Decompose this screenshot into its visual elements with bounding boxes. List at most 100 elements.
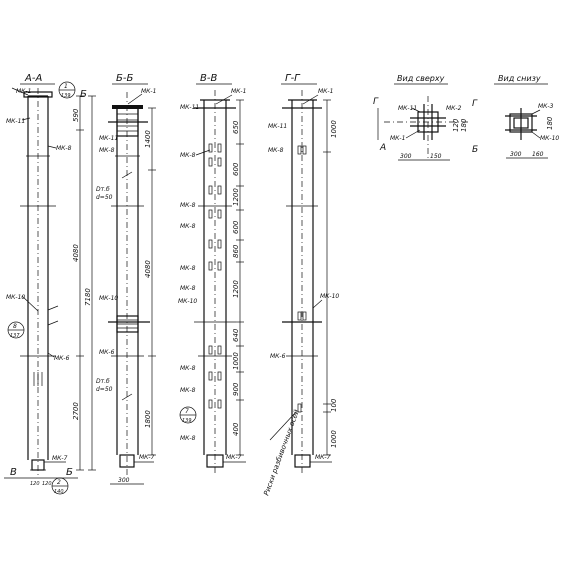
opening-g-1 (297, 145, 302, 155)
leader-a-mk8 (47, 145, 57, 149)
top-view-dim-1: 300 (400, 153, 412, 160)
dim-v-6: 1200 (232, 280, 240, 298)
column-a-head-plate (23, 91, 53, 98)
label-b-mk6: МК-6 (99, 349, 115, 356)
dim-v-9: 900 (232, 382, 240, 396)
label-b-mk8: МК-8 (99, 147, 115, 154)
opening-v-10 (217, 239, 222, 249)
axis-letter-v: В (10, 467, 17, 478)
label-b-mk10: МК-10 (99, 295, 118, 302)
callout-4-top: 8 (13, 323, 17, 330)
opening-v-9 (208, 239, 213, 249)
pipe-label-1: Dт.б (96, 186, 110, 193)
label-v-mk8-7: МК-8 (180, 387, 196, 394)
bottom-view-leader-mk10 (531, 131, 541, 139)
column-a-tick-3 (47, 305, 59, 311)
leader-g-mk10 (312, 299, 323, 309)
label-g-mk10: МК-10 (320, 293, 339, 300)
opening-v-4 (217, 157, 222, 167)
top-view-dim-2: 150 (430, 153, 442, 160)
pipe-label-2: d=50 (96, 194, 113, 201)
label-v-mk7: МК-7 (226, 454, 242, 461)
top-view-mk1: МК-1 (390, 135, 405, 142)
dim-a-b1: 120 (30, 481, 40, 487)
dim-v-3: 1200 (232, 188, 240, 206)
dim-v-7: 640 (232, 328, 240, 342)
opening-v-12 (217, 261, 222, 271)
top-view-mk11: МК-11 (398, 105, 417, 112)
section-g-g: Г-Г МК-1 МК-11 МК-8 МК-10 МК-6 МК-7 1000 (262, 73, 339, 497)
label-g-mk8: МК-8 (268, 147, 284, 154)
leader-a-mk1 (11, 87, 29, 96)
label-g-mk7: МК-7 (315, 454, 331, 461)
axis-letter-b-bottom: Б (66, 467, 73, 478)
section-a-a-title: А-А (24, 73, 42, 84)
opening-g-4 (302, 311, 307, 321)
opening-v-11 (208, 261, 213, 271)
top-view-mk2: МК-2 (446, 105, 462, 112)
dim-v-5: 860 (232, 244, 240, 258)
callout-1-top: 1 (64, 83, 68, 90)
leader-a-mk10 (21, 295, 39, 312)
opening-v-13 (208, 345, 213, 355)
opening-v-15 (208, 371, 213, 381)
opening-v-18 (217, 399, 222, 409)
leader-axis-note (269, 411, 297, 441)
dim-g-2: 100 (330, 398, 338, 412)
section-v-v-title: В-В (200, 73, 217, 84)
top-view-letter-b: Б (472, 145, 478, 155)
callout-4-bottom: 137 (10, 333, 20, 339)
bottom-view-title: Вид снизу (498, 74, 541, 83)
opening-g-5 (297, 403, 302, 413)
label-a-mk11: МК-11 (6, 118, 25, 125)
callout-3-top: 7 (185, 408, 189, 415)
dim-g-3: 1000 (330, 430, 338, 448)
top-view-title: Вид сверху (397, 74, 445, 83)
callout-2-bottom: 140 (54, 489, 64, 495)
pipe-label-3: Dт.б (96, 378, 110, 385)
label-b-mk7: МК-7 (139, 454, 155, 461)
pipe-b-2 (121, 393, 133, 401)
opening-v-17 (208, 399, 213, 409)
label-v-mk8-3: МК-8 (180, 223, 196, 230)
opening-v-8 (217, 209, 222, 219)
top-view: Вид сверху Г А Г Б МК-11 МК-2 МК-1 300 1… (373, 74, 478, 161)
bottom-view-leader-mk3 (531, 109, 541, 115)
label-v-mk8-1: МК-8 (180, 152, 196, 159)
top-view-leader-mk1 (405, 129, 421, 139)
label-v-mk11: МК-11 (180, 104, 199, 111)
label-g-mk11: МК-11 (268, 123, 287, 130)
label-g-mk1: МК-1 (318, 88, 333, 95)
callout-3-bottom: 139 (182, 418, 192, 424)
dim-v-1: 650 (232, 120, 240, 134)
dim-g-1: 1000 (330, 120, 338, 138)
label-v-mk1: МК-1 (231, 88, 246, 95)
opening-v-1 (208, 143, 213, 153)
opening-v-5 (208, 185, 213, 195)
leader-g-mk1 (302, 94, 319, 105)
bottom-view-mk3: МК-3 (538, 103, 554, 110)
callout-2-top: 2 (57, 479, 61, 486)
top-view-letter-g-right: Г (472, 99, 478, 109)
label-v-mk8-4: МК-8 (180, 265, 196, 272)
dim-v-10: 400 (232, 422, 240, 436)
pipe-label-4: d=50 (96, 386, 113, 393)
label-v-mk10: МК-10 (178, 298, 197, 305)
opening-v-14 (217, 345, 222, 355)
label-v-mk8-5: МК-8 (180, 285, 196, 292)
label-v-mk8-2: МК-8 (180, 202, 196, 209)
top-view-dim-4: 180 (460, 118, 468, 132)
dim-v-2: 600 (232, 162, 240, 176)
dim-b-width: 300 (118, 477, 130, 484)
label-a-mk10: МК-10 (6, 294, 25, 301)
leader-a-mk6 (47, 352, 55, 358)
dim-a-total: 7180 (84, 288, 92, 306)
label-a-mk8: МК-8 (56, 145, 72, 152)
top-view-leader-mk11 (411, 107, 421, 113)
section-v-v: В-В МК-1 МК-11 МК- (178, 73, 246, 476)
opening-g-3 (297, 311, 302, 321)
axis-marks-note: Риски разбивочных осей (262, 408, 301, 497)
label-a-mk6: МК-6 (54, 355, 70, 362)
label-b-mk11: МК-11 (99, 135, 118, 142)
